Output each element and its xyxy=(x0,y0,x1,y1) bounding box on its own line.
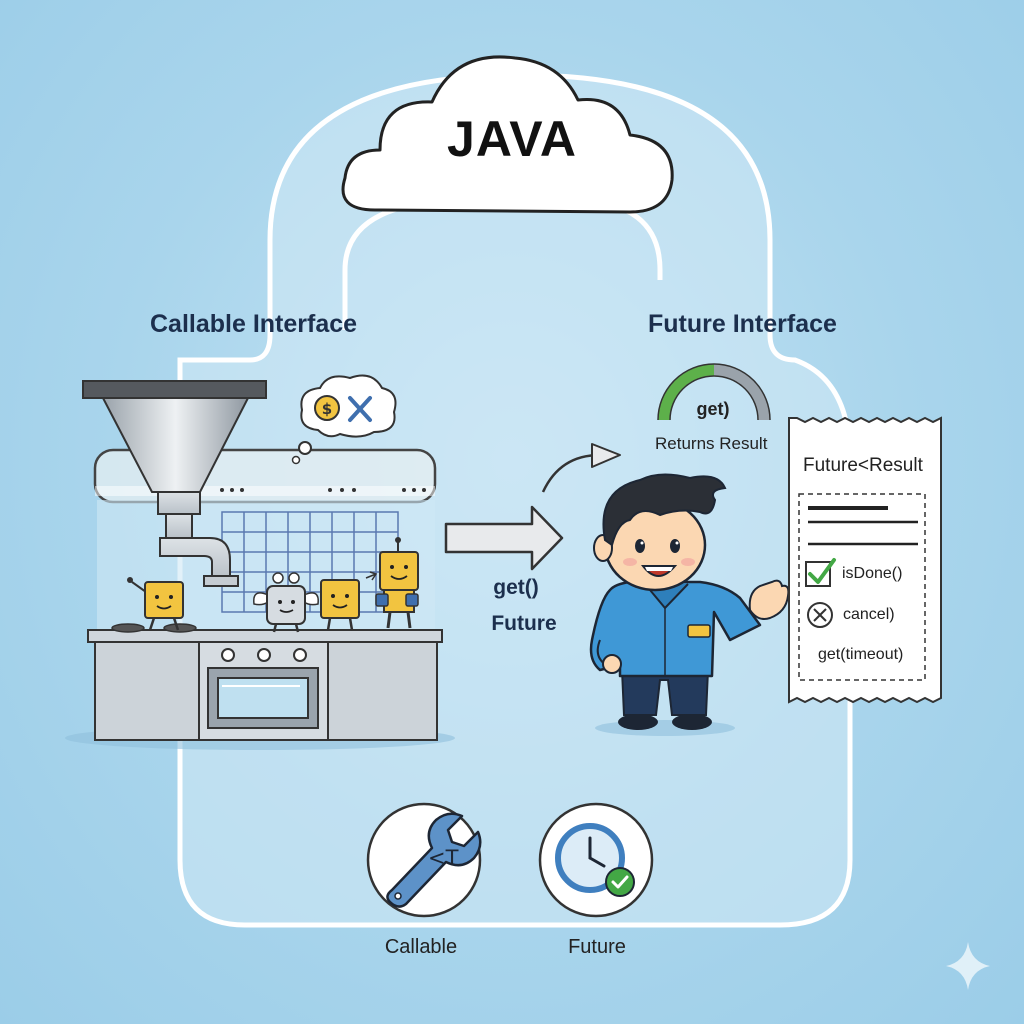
arrow-label-get: get() xyxy=(493,576,539,599)
callable-heading: Callable Interface xyxy=(150,310,358,338)
sparkle-icon xyxy=(946,942,990,990)
arrow-label-future: Future xyxy=(491,612,557,635)
callable-icon-label: Callable xyxy=(384,936,458,958)
circle-x-icon xyxy=(807,602,833,628)
clock-check-icon xyxy=(538,802,654,918)
ticket-item-get-timeout: get(timeout) xyxy=(818,646,904,663)
cloud-shape xyxy=(341,55,674,214)
ticket-outline xyxy=(788,416,942,704)
robot-4 xyxy=(365,537,419,629)
wrench-glyph: <T xyxy=(428,846,459,870)
ticket-title: Future<Result xyxy=(803,455,923,476)
robot-2 xyxy=(253,572,319,633)
cross-tools-icon xyxy=(348,396,372,422)
wrench-icon xyxy=(366,802,482,918)
gauge-icon xyxy=(657,363,771,421)
counter-top xyxy=(87,629,443,643)
ticket-item-isdone: isDone() xyxy=(842,565,903,582)
future-heading: Future Interface xyxy=(648,310,837,338)
ticket-dashed-box xyxy=(798,493,926,681)
coin-icon: $ xyxy=(314,395,340,421)
ticket-item-cancel: cancel) xyxy=(843,606,895,623)
future-icon-label: Future xyxy=(568,936,626,958)
robot-1 xyxy=(127,577,184,631)
hood-dots xyxy=(220,488,426,492)
gauge-caption: Returns Result xyxy=(655,434,768,453)
cloud-title: JAVA xyxy=(447,111,577,167)
flow-arrow xyxy=(444,505,564,571)
checkbox-check-icon xyxy=(805,558,836,587)
robot-3 xyxy=(320,579,360,631)
character xyxy=(589,473,790,736)
burners xyxy=(111,623,197,633)
hopper-lid xyxy=(82,380,267,399)
thought-bubble xyxy=(300,374,397,438)
gauge-label: get) xyxy=(696,399,730,419)
svg-text:$: $ xyxy=(322,400,332,418)
